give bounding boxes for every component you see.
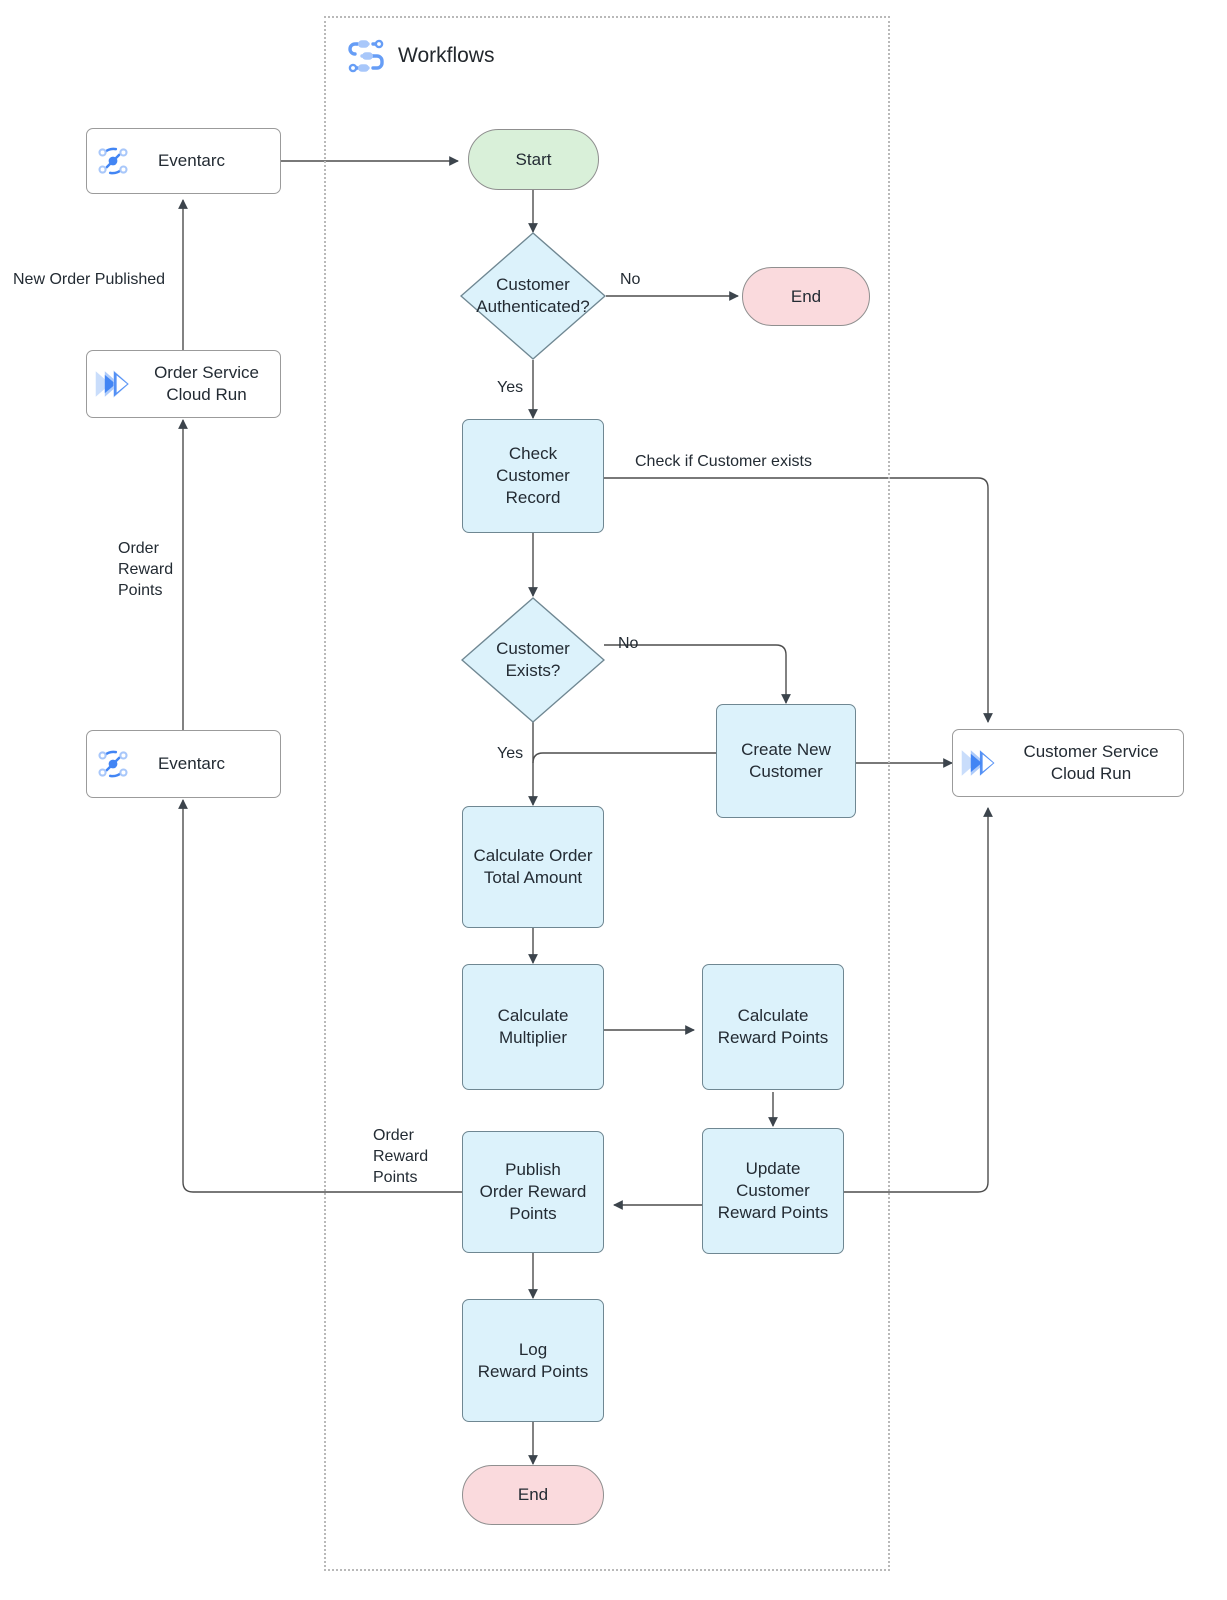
cloud-run-icon (953, 746, 1005, 780)
calculate-multiplier-node[interactable]: Calculate Multiplier (462, 964, 604, 1090)
calculate-reward-points-label: Calculate Reward Points (718, 1005, 829, 1049)
edge-label-auth-no: No (620, 271, 641, 288)
end-top-label: End (790, 286, 822, 306)
workflows-icon (348, 36, 386, 76)
customer-service-cloud-run-label: Customer Service Cloud Run (1005, 741, 1183, 785)
ccr-line2: Customer (496, 466, 570, 486)
edge-label-exists-no: No (618, 635, 639, 652)
customer-service-line1: Customer Service (1023, 742, 1159, 762)
start-node[interactable]: Start (468, 129, 599, 190)
end-top-node[interactable]: End (742, 267, 870, 326)
check-customer-record-label: Check Customer Record (496, 443, 570, 508)
eventarc-icon (87, 745, 139, 783)
ccr-line1: Check (508, 444, 558, 464)
edge-label-check-if-customer-exists: Check if Customer exists (635, 453, 812, 470)
create-new-customer-node[interactable]: Create New Customer (716, 704, 856, 818)
workflows-group-container (324, 16, 890, 1571)
eventarc-bottom-label: Eventarc (157, 754, 226, 774)
end-bottom-label: End (517, 1485, 549, 1505)
cloud-run-icon (87, 367, 139, 401)
cnc-line1: Create New (741, 740, 831, 760)
update-customer-reward-points-label: Update Customer Reward Points (718, 1158, 829, 1223)
lrp-line1: Log (518, 1339, 548, 1359)
auth-line1: Customer (496, 275, 570, 295)
exists-line2: Exists? (505, 661, 561, 680)
create-new-customer-label: Create New Customer (741, 739, 831, 783)
ccr-line3: Record (505, 487, 561, 507)
cot-line1: Calculate Order (473, 846, 593, 866)
porp-line2: Order Reward (479, 1182, 587, 1202)
order-service-cloud-run-label: Order Service Cloud Run (139, 362, 280, 406)
cot-line2: Total Amount (483, 868, 583, 887)
customer-authenticated-label: Customer Authenticated? (476, 274, 589, 318)
ucrp-line3: Reward Points (717, 1202, 829, 1222)
cm-line1: Calculate (497, 1006, 569, 1026)
edge-label-auth-yes: Yes (497, 379, 524, 396)
customer-service-line2: Cloud Run (1050, 764, 1132, 783)
ucrp-line1: Update (745, 1159, 801, 1179)
calculate-reward-points-node[interactable]: Calculate Reward Points (702, 964, 844, 1090)
ucrp-line2: Customer (736, 1181, 810, 1201)
auth-line2: Authenticated? (476, 297, 590, 316)
publish-order-reward-points-node[interactable]: Publish Order Reward Points (462, 1131, 604, 1253)
log-reward-points-label: Log Reward Points (478, 1339, 589, 1383)
customer-exists-decision[interactable]: Customer Exists? (461, 597, 605, 723)
edge-label-order-reward-points-left: Order Reward Points (118, 540, 174, 599)
cm-line2: Multiplier (498, 1028, 568, 1047)
crp-line2: Reward Points (717, 1028, 829, 1047)
publish-order-reward-points-label: Publish Order Reward Points (480, 1159, 587, 1224)
end-bottom-node[interactable]: End (462, 1465, 604, 1525)
customer-service-cloud-run-node[interactable]: Customer Service Cloud Run (952, 729, 1184, 797)
eventarc-bottom-node[interactable]: Eventarc (86, 730, 281, 798)
customer-authenticated-decision[interactable]: Customer Authenticated? (460, 232, 606, 360)
update-customer-reward-points-node[interactable]: Update Customer Reward Points (702, 1128, 844, 1254)
order-service-line1: Order Service (154, 363, 259, 383)
porp-line3: Points (509, 1203, 557, 1223)
customer-exists-label: Customer Exists? (496, 638, 570, 682)
edge-label-new-order-published: New Order Published (13, 271, 166, 288)
calculate-order-total-node[interactable]: Calculate Order Total Amount (462, 806, 604, 928)
eventarc-top-label: Eventarc (157, 151, 226, 171)
order-service-cloud-run-node[interactable]: Order Service Cloud Run (86, 350, 281, 418)
cnc-line2: Customer (749, 762, 823, 781)
eventarc-icon (87, 142, 139, 180)
edge-label-exists-yes: Yes (497, 745, 524, 762)
edge-label-order-reward-points-publish: Order Reward Points (373, 1127, 429, 1186)
start-label: Start (515, 149, 552, 169)
log-reward-points-node[interactable]: Log Reward Points (462, 1299, 604, 1422)
crp-line1: Calculate (737, 1006, 809, 1026)
lrp-line2: Reward Points (477, 1361, 589, 1381)
order-service-line2: Cloud Run (166, 385, 247, 404)
porp-line1: Publish (505, 1160, 561, 1180)
eventarc-top-node[interactable]: Eventarc (86, 128, 281, 194)
calculate-order-total-label: Calculate Order Total Amount (473, 845, 592, 889)
check-customer-record-node[interactable]: Check Customer Record (462, 419, 604, 533)
calculate-multiplier-label: Calculate Multiplier (498, 1005, 569, 1049)
workflows-group-title: Workflows (348, 36, 494, 76)
workflows-group-label: Workflows (398, 44, 495, 67)
exists-line1: Customer (496, 639, 570, 659)
